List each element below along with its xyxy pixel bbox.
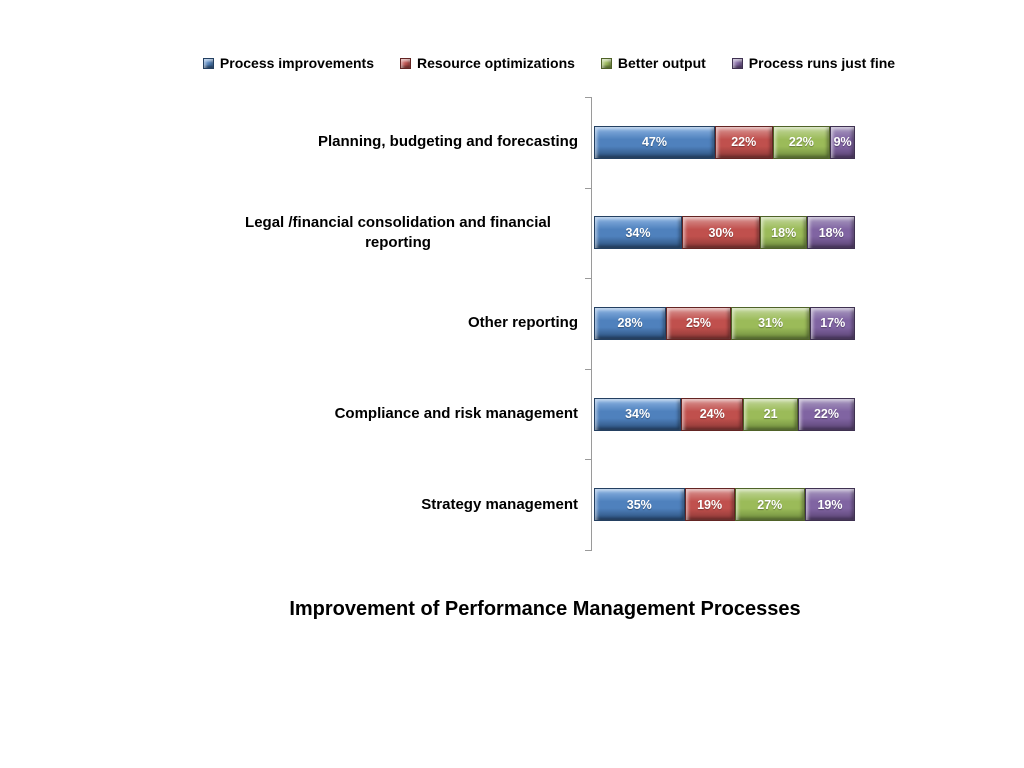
legend-marker-icon [202,57,214,69]
bar-segment: 25% [666,306,731,340]
legend-label: Process improvements [219,55,374,71]
axis-tick [585,278,592,279]
data-label: 27% [757,497,783,512]
legend-item: Process runs just fine [731,55,896,71]
category-label-cell: Legal /financial consolidation and finan… [0,213,578,254]
bar-segment: 35% [594,488,685,522]
category-row: Planning, budgeting and forecasting 47% 22… [0,97,1024,188]
bar-segment: 31% [730,306,811,340]
data-label: 22% [731,135,757,150]
data-label: 25% [685,316,711,331]
category-row: Other reporting 28% 25% 31% 17% [0,278,1024,369]
axis-tick [585,369,592,370]
data-label: 34% [625,407,651,422]
category-label-cell: Planning, budgeting and forecasting [0,132,578,152]
category-label: Legal /financial consolidation and finan… [245,213,551,251]
category-label-cell: Strategy management [0,495,578,515]
bar-segment: 34% [594,216,683,250]
bar-segment: 34% [594,397,682,431]
bar-segment: 9% [830,125,855,159]
data-label: 35% [626,497,652,512]
data-label: 21 [763,407,778,422]
plot: Planning, budgeting and forecasting 47% 22… [0,97,1024,551]
data-label: 19% [697,497,723,512]
data-label: 9% [833,135,852,150]
legend-label: Resource optimizations [416,55,575,71]
data-label: 28% [617,316,643,331]
plot-rows: Planning, budgeting and forecasting 47% 22… [0,97,1024,550]
stacked-bar: 28% 25% 31% 17% [594,306,855,340]
category-label-cell: Compliance and risk management [0,404,578,424]
axis-tick [585,459,592,460]
category-label: Planning, budgeting and forecasting [317,133,578,151]
data-label: 17% [820,316,846,331]
bar-segment: 24% [681,397,744,431]
stacked-bar: 35% 19% 27% 19% [594,488,855,522]
data-label: 30% [708,225,734,240]
legend-marker-icon [600,57,612,69]
stacked-bar: 34% 24% 21 22% [594,397,856,431]
bar-segment: 19% [684,488,735,522]
bar-segment: 27% [734,488,805,522]
category-label: Strategy management [421,495,578,513]
category-row: Compliance and risk management 34% 24% 21 22… [0,369,1024,460]
legend-item: Resource optimizations [399,55,575,71]
legend-marker-icon [731,57,743,69]
axis-tick [585,550,592,551]
chart-title: Improvement of Performance Management Pr… [289,598,801,620]
category-label: Compliance and risk management [334,404,578,422]
data-label: 22% [813,407,839,422]
axis-tick [585,188,592,189]
legend-label: Better output [617,55,706,71]
stacked-bar: 34% 30% 18% 18% [594,216,856,250]
axis-tick [585,97,592,98]
category-axis-line [591,97,592,550]
bar-segment: 21 [743,397,798,431]
legend-item: Better output [600,55,706,71]
bar-segment: 22% [714,125,773,159]
bar-segment: 22% [797,397,856,431]
data-label: 34% [625,225,651,240]
data-label: 31% [758,316,784,331]
category-label-cell: Other reporting [0,313,578,333]
bar-segment: 30% [682,216,760,250]
bar-segment: 19% [804,488,855,522]
category-label: Other reporting [467,314,578,332]
legend-item: Process improvements [202,55,374,71]
legend-marker-icon [399,57,411,69]
data-label: 18% [771,225,797,240]
data-label: 24% [699,407,725,422]
legend: Process improvements Resource optimizatio… [74,55,1024,71]
category-row: Strategy management 35% 19% 27% 19% [0,459,1024,550]
bar-segment: 18% [807,216,856,250]
stacked-bar: 47% 22% 22% 9% [594,125,855,159]
bar-segment: 18% [759,216,808,250]
data-label: 22% [788,135,814,150]
data-label: 19% [817,497,843,512]
bar-segment: 47% [594,125,715,159]
legend-label: Process runs just fine [748,55,896,71]
bar-segment: 28% [594,306,667,340]
bar-segment: 22% [772,125,831,159]
bar-segment: 17% [810,306,855,340]
data-label: 18% [818,225,844,240]
category-row: Legal /financial consolidation and finan… [0,188,1024,279]
data-label: 47% [641,135,667,150]
